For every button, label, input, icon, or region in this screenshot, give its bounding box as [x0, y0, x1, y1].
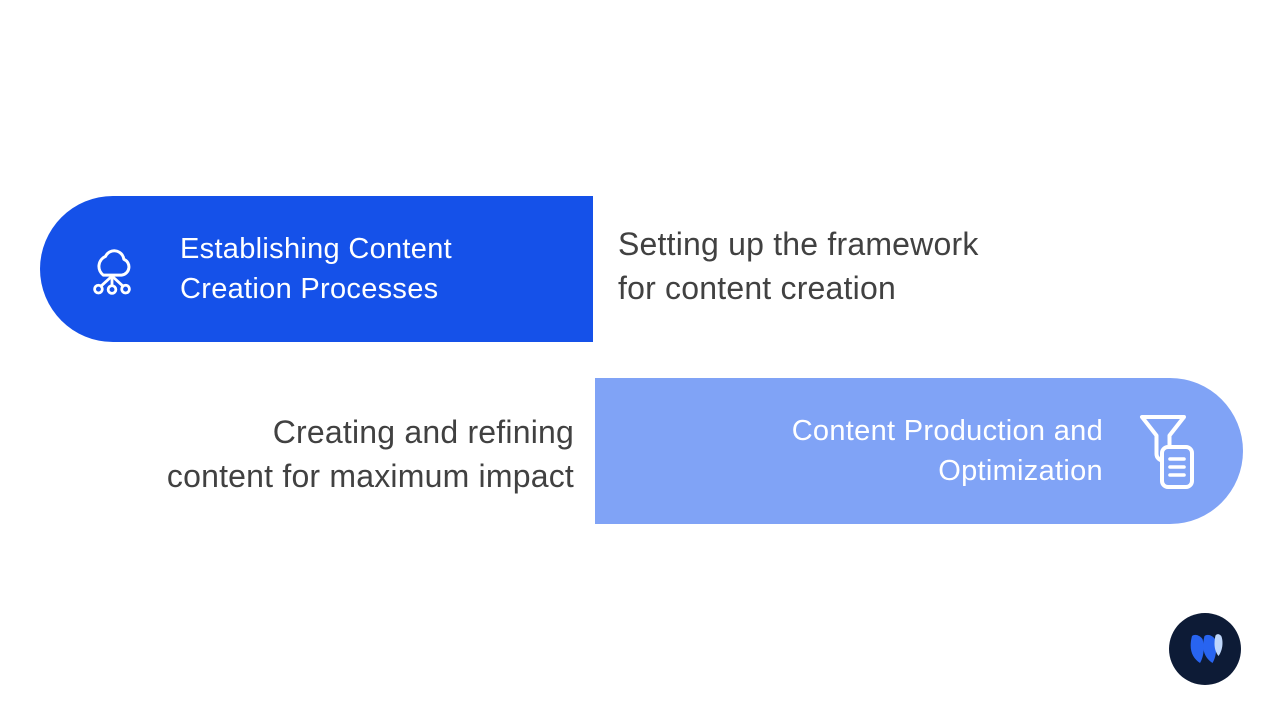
- wordtune-logo: [1169, 613, 1241, 685]
- step-pill-content-production: Content Production and Optimization: [595, 378, 1243, 524]
- description-line: Creating and refining: [272, 414, 574, 450]
- step-title: Content Production and Optimization: [792, 411, 1103, 491]
- step-title-line: Establishing Content: [180, 233, 452, 265]
- step-title: Establishing Content Creation Processes: [180, 229, 452, 309]
- step-title-line: Optimization: [938, 455, 1103, 487]
- step-description-setting-up: Setting up the framework for content cre…: [618, 222, 979, 310]
- filter-document-icon: [1135, 409, 1199, 493]
- wordtune-logo-mark: [1190, 634, 1223, 663]
- step-description-creating-refining: Creating and refining content for maximu…: [167, 410, 574, 498]
- step-title-line: Content Production and: [791, 415, 1103, 447]
- step-pill-establishing-content: Establishing Content Creation Processes: [40, 196, 593, 342]
- description-line: for content creation: [618, 270, 896, 306]
- cloud-network-icon: [84, 240, 140, 298]
- step-title-line: Creation Processes: [180, 273, 439, 305]
- description-line: content for maximum impact: [166, 458, 574, 494]
- description-line: Setting up the framework: [618, 226, 979, 262]
